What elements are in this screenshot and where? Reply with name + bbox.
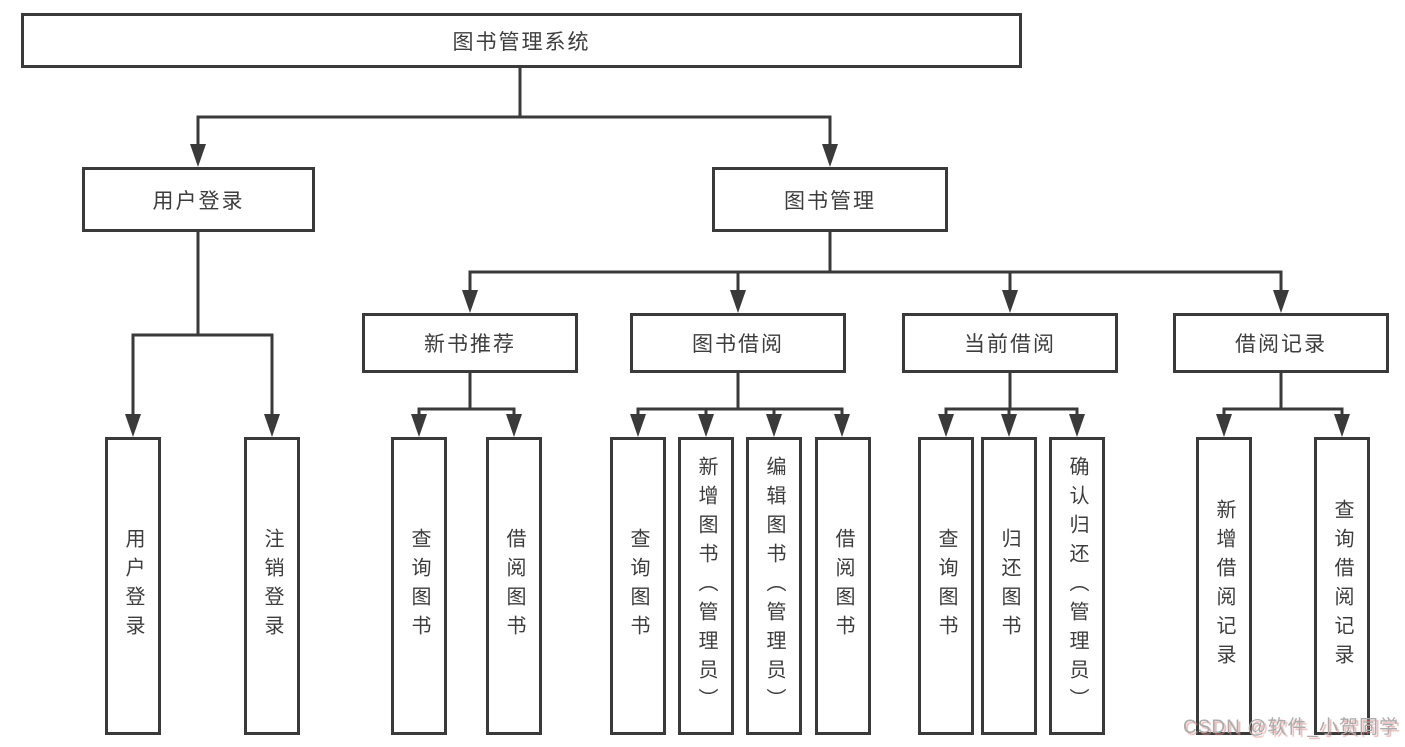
node-label: 注销登录	[261, 528, 283, 644]
node-user-login-module: 用户登录	[82, 167, 315, 232]
node-edit-book-admin: 编辑图书（管理员）	[746, 437, 802, 735]
node-label: 查询图书	[408, 528, 430, 644]
csdn-watermark: CSDN @软件_小贺同学	[1183, 717, 1399, 738]
node-book-borrowing: 图书借阅	[630, 313, 846, 373]
node-library-management-system: 图书管理系统	[21, 13, 1022, 68]
node-label: 借阅图书	[503, 528, 525, 644]
node-logout: 注销登录	[244, 437, 300, 735]
node-confirm-return-admin: 确认归还（管理员）	[1049, 437, 1105, 735]
node-label: 图书管理	[784, 189, 876, 213]
node-label: 查询图书	[627, 528, 649, 644]
node-label: 借阅图书	[832, 528, 854, 644]
node-label: 查询图书	[935, 528, 957, 644]
node-query-books-recommendation: 查询图书	[391, 437, 447, 735]
node-label: 编辑图书（管理员）	[763, 455, 785, 717]
node-label: 用户登录	[122, 528, 144, 644]
node-query-books-current: 查询图书	[918, 437, 974, 735]
node-label: 新书推荐	[424, 333, 516, 356]
node-query-books-borrowing: 查询图书	[610, 437, 666, 735]
node-label: 借阅记录	[1235, 333, 1327, 356]
node-query-borrow-record: 查询借阅记录	[1314, 437, 1370, 735]
node-label: 归还图书	[998, 528, 1020, 644]
node-add-borrow-record: 新增借阅记录	[1196, 437, 1252, 735]
node-label: 新增借阅记录	[1213, 499, 1235, 673]
node-borrow-books-borrowing: 借阅图书	[815, 437, 871, 735]
node-borrow-books-recommendation: 借阅图书	[486, 437, 542, 735]
node-label: 确认归还（管理员）	[1066, 455, 1088, 717]
node-current-borrowing: 当前借阅	[902, 313, 1118, 373]
node-add-book-admin: 新增图书（管理员）	[678, 437, 734, 735]
node-new-book-recommendation: 新书推荐	[362, 313, 578, 373]
node-label: 新增图书（管理员）	[695, 455, 717, 717]
node-label: 当前借阅	[964, 333, 1056, 356]
node-label: 图书管理系统	[452, 30, 591, 54]
node-label: 用户登录	[152, 189, 245, 213]
node-borrowing-records: 借阅记录	[1173, 313, 1389, 373]
node-user-login: 用户登录	[105, 437, 161, 735]
node-book-management-module: 图书管理	[712, 167, 948, 232]
node-return-books: 归还图书	[981, 437, 1037, 735]
node-label: 查询借阅记录	[1331, 499, 1353, 673]
node-label: 图书借阅	[692, 333, 784, 356]
